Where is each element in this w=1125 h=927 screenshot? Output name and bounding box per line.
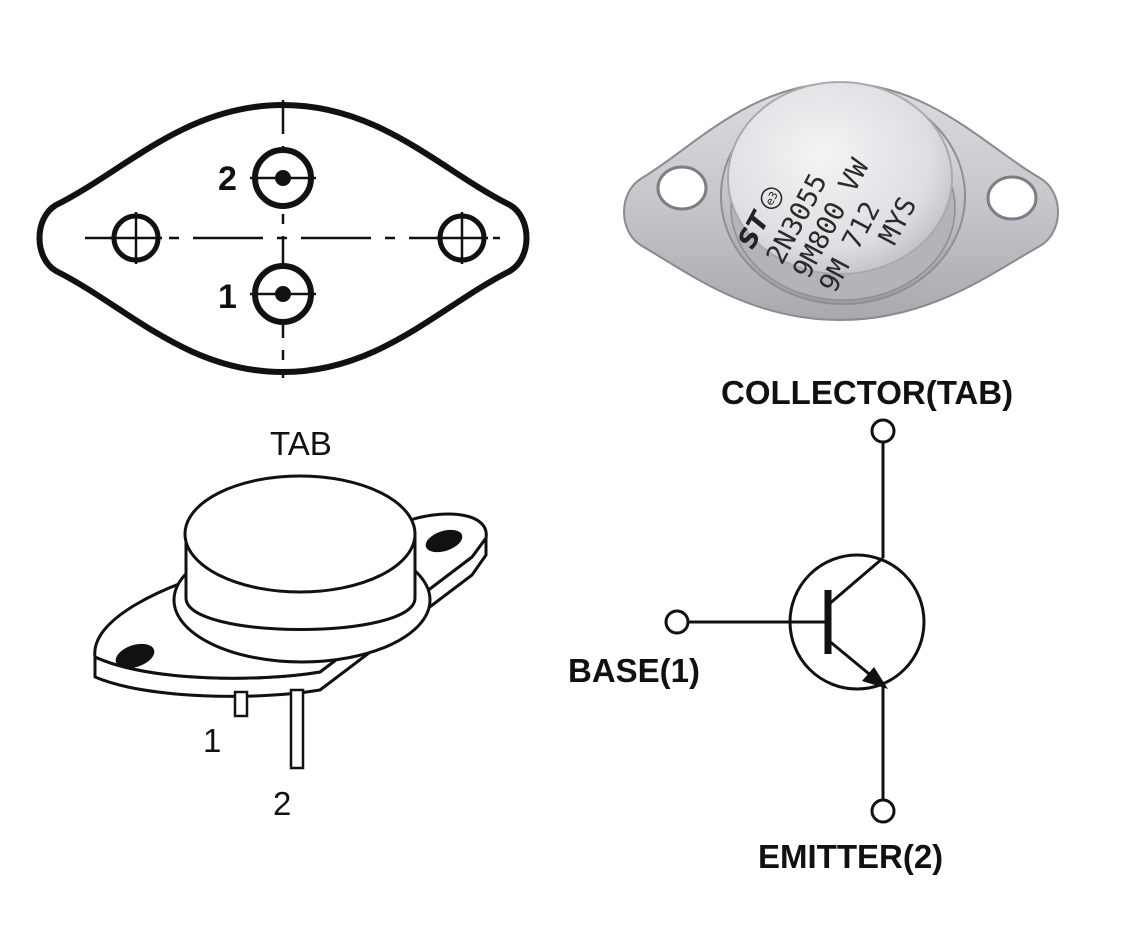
- emitter-arrow: [862, 667, 888, 689]
- perspective-view-drawing: TAB 1 2: [93, 425, 488, 822]
- base-label: BASE(1): [568, 652, 700, 689]
- photo-right-hole: [986, 175, 1038, 221]
- bottom-view-pin-2-label: 2: [218, 160, 237, 198]
- photo-left-hole: [656, 165, 708, 211]
- emitter-terminal: [870, 798, 896, 824]
- emitter-label: EMITTER(2): [758, 838, 943, 875]
- collector-diagonal: [827, 556, 884, 607]
- e3-mark: e3: [763, 189, 781, 207]
- tab-label: TAB: [270, 425, 332, 462]
- base-terminal: [664, 609, 690, 635]
- bottom-view-outline-drawing: 2 1: [36, 100, 530, 378]
- perspective-pin-1-label: 1: [203, 722, 221, 759]
- emitter-diagonal: [827, 638, 875, 680]
- perspective-pin-1: [233, 690, 249, 718]
- collector-terminal: [870, 418, 896, 444]
- perspective-left-hole: [115, 643, 155, 669]
- perspective-pin-2: [289, 688, 305, 770]
- npn-transistor-symbol: COLLECTOR(TAB) BASE(1) EMITTER(2): [568, 374, 1013, 875]
- bottom-view-pin-1-label: 1: [218, 278, 237, 316]
- photo-can-cap: [727, 81, 953, 275]
- e3-mark-circle: [760, 187, 783, 209]
- collector-label: COLLECTOR(TAB): [721, 374, 1013, 411]
- perspective-can-top: [183, 474, 417, 594]
- perspective-right-hole: [425, 529, 463, 553]
- to3-package-photo: ST e3 2N3055 9M800 VW 9M 712 MYS: [623, 81, 1059, 322]
- perspective-pin-2-label: 2: [273, 785, 291, 822]
